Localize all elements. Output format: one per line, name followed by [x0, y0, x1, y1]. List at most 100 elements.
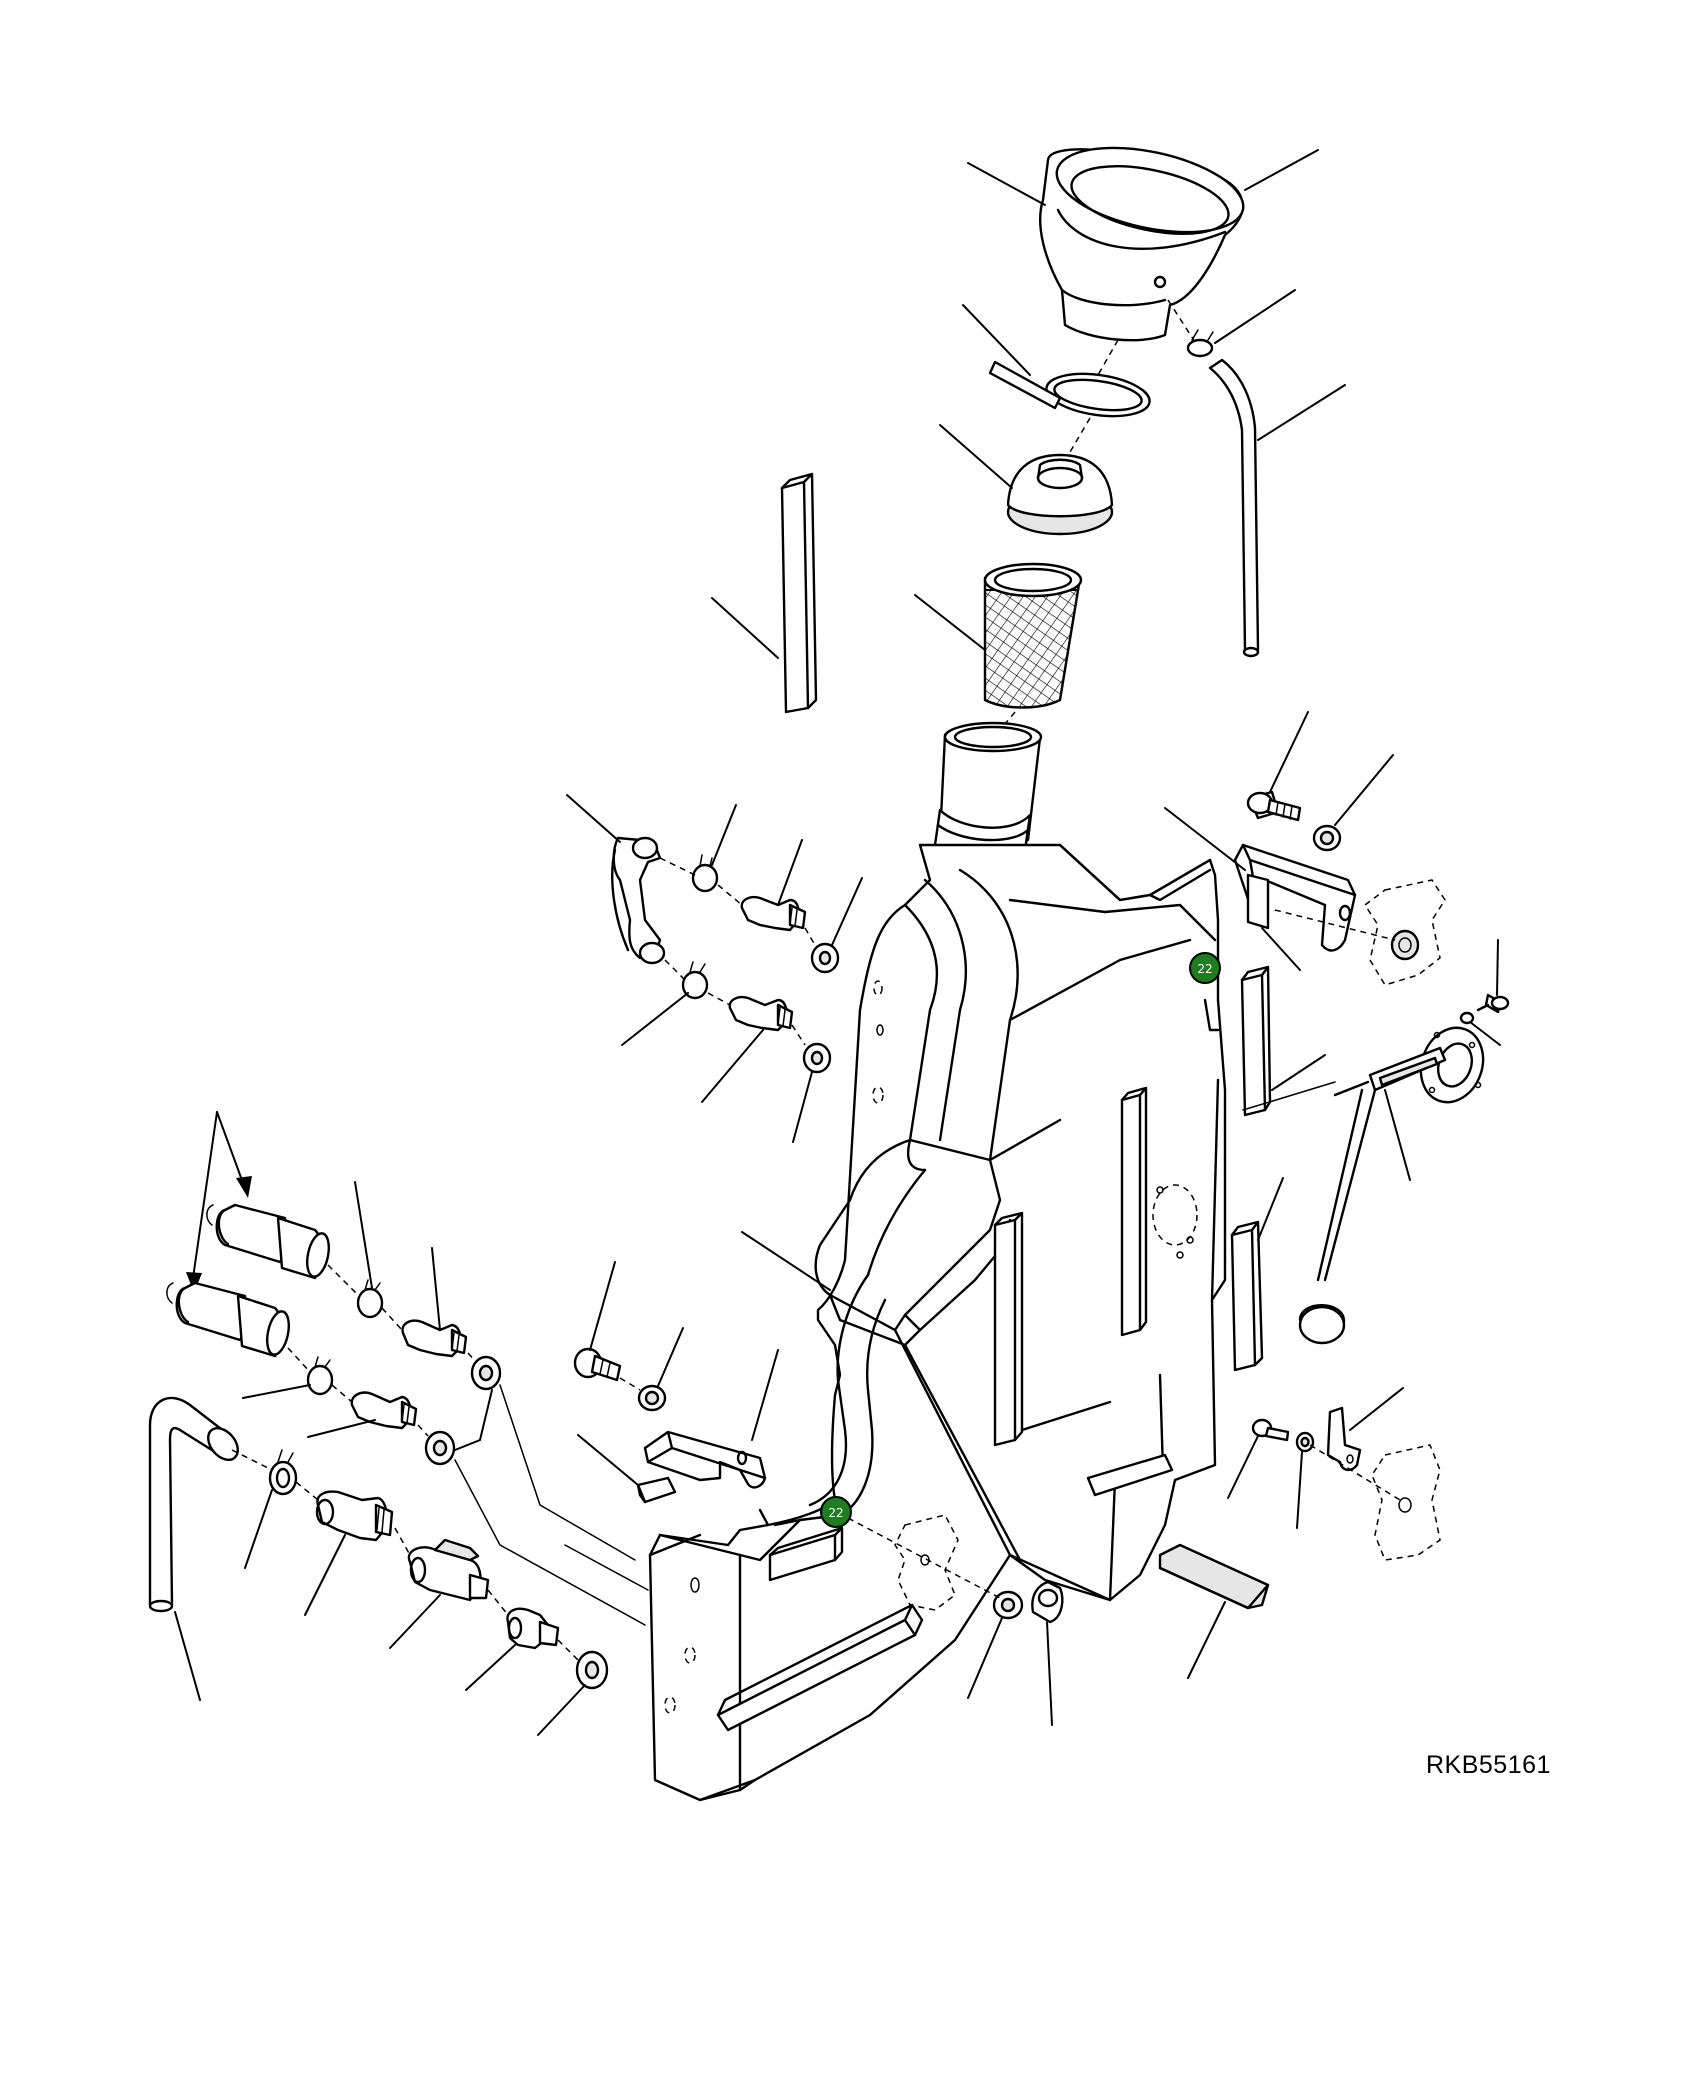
screw — [1476, 993, 1510, 1014]
drain-hose — [148, 1396, 239, 1613]
leader-line — [1469, 1021, 1501, 1046]
leader-line — [1164, 807, 1246, 871]
bolt — [1251, 1418, 1290, 1442]
washer — [424, 1430, 456, 1466]
leader-line — [1257, 1177, 1284, 1241]
leader-line — [1384, 1089, 1411, 1181]
leader-line — [711, 804, 737, 866]
hose-lower-left — [166, 1281, 290, 1358]
filter-strainer — [983, 562, 1083, 709]
drain-plug — [506, 1607, 560, 1650]
cage-nut — [1274, 879, 1446, 986]
breather-clamp — [1167, 299, 1214, 358]
hose-clamp — [268, 1449, 298, 1496]
leader-line — [192, 1111, 218, 1279]
leader-line — [589, 1261, 616, 1351]
leader-line — [465, 1644, 516, 1691]
leader-line — [914, 594, 986, 651]
washer — [1459, 1011, 1475, 1025]
leader-line — [244, 1489, 273, 1569]
leader-line — [1271, 1054, 1326, 1091]
leader-line — [1214, 289, 1296, 344]
leader-line — [566, 794, 621, 843]
rubber-strip-lower-right — [1230, 1220, 1264, 1372]
leader-line — [1187, 1601, 1226, 1679]
leader-line — [454, 1389, 493, 1451]
marker-circle[interactable] — [1189, 952, 1221, 984]
drain-valve — [407, 1538, 490, 1602]
marker-label: 22 — [1197, 962, 1212, 976]
marker-label: 22 — [828, 1506, 843, 1520]
leader-line — [711, 597, 779, 659]
leader-line — [389, 1594, 441, 1649]
fitting — [350, 1391, 418, 1430]
leader-line — [577, 1434, 639, 1486]
leader-line — [777, 839, 803, 906]
leader-line — [751, 1349, 779, 1441]
leader-line — [1227, 1435, 1259, 1499]
leader-line — [701, 1029, 764, 1103]
leader-line — [1257, 384, 1346, 441]
fuel-level-sender — [1298, 1026, 1485, 1345]
leader-line — [1334, 754, 1394, 826]
washer — [637, 1384, 667, 1412]
cage-nut — [1309, 1444, 1441, 1561]
callout-marker-1[interactable]: 22 — [1189, 952, 1221, 984]
leader-line — [431, 1247, 441, 1331]
rubber-pad — [1158, 1543, 1270, 1610]
callout-markers: 22 22 — [820, 952, 1221, 1528]
leader-line — [537, 1684, 586, 1736]
leader-line — [831, 877, 863, 946]
leader-line — [1296, 1451, 1303, 1529]
washer — [575, 1650, 609, 1690]
nut — [1031, 1580, 1064, 1624]
rubber-strip — [780, 472, 818, 714]
leader-line — [967, 162, 1046, 206]
hose-clamp — [356, 1279, 384, 1319]
leader-line — [967, 1617, 1003, 1699]
washer — [470, 1355, 502, 1391]
adapter-fitting — [315, 1490, 394, 1542]
leader-line — [741, 1231, 831, 1291]
bolt — [573, 1347, 622, 1382]
filler-funnel — [1039, 146, 1245, 342]
cage-nut — [847, 1514, 1001, 1611]
leader-line — [242, 1384, 311, 1399]
fitting — [401, 1319, 468, 1358]
lower-bracket — [1326, 1406, 1362, 1472]
washer — [802, 1042, 832, 1074]
hose-upper-left — [206, 1203, 330, 1280]
rubber-strip-right — [1240, 965, 1272, 1117]
leader-line — [939, 424, 1013, 489]
upper-hose — [611, 836, 666, 965]
band-clamp — [988, 360, 1151, 418]
leader-line — [1269, 711, 1309, 793]
small-pad — [636, 1476, 677, 1504]
leader-line — [304, 1534, 346, 1616]
breather-hose — [1208, 358, 1260, 658]
leader-line — [1496, 939, 1499, 996]
fitting — [740, 895, 807, 932]
bolt — [1246, 790, 1302, 822]
washer — [1295, 1431, 1315, 1453]
washer — [810, 942, 840, 974]
leader-line — [1349, 1387, 1404, 1431]
leader-line — [174, 1611, 201, 1701]
callout-marker-2[interactable]: 22 — [820, 1496, 852, 1528]
fitting — [728, 995, 794, 1032]
hose-clamp — [691, 854, 719, 893]
leader-line — [657, 1327, 684, 1387]
upper-bracket — [1233, 843, 1357, 952]
leader-line — [1046, 1621, 1053, 1726]
leader-line — [1261, 927, 1301, 971]
washer — [1312, 824, 1342, 852]
leader-line — [621, 992, 689, 1046]
washer — [992, 1590, 1024, 1620]
leader-line — [307, 1419, 376, 1438]
hose-clamp — [681, 961, 709, 1000]
fuel-tank — [648, 721, 1227, 1802]
leader-line — [354, 1181, 373, 1289]
marker-circle[interactable] — [820, 1496, 852, 1528]
mounting-bracket — [643, 1430, 767, 1489]
